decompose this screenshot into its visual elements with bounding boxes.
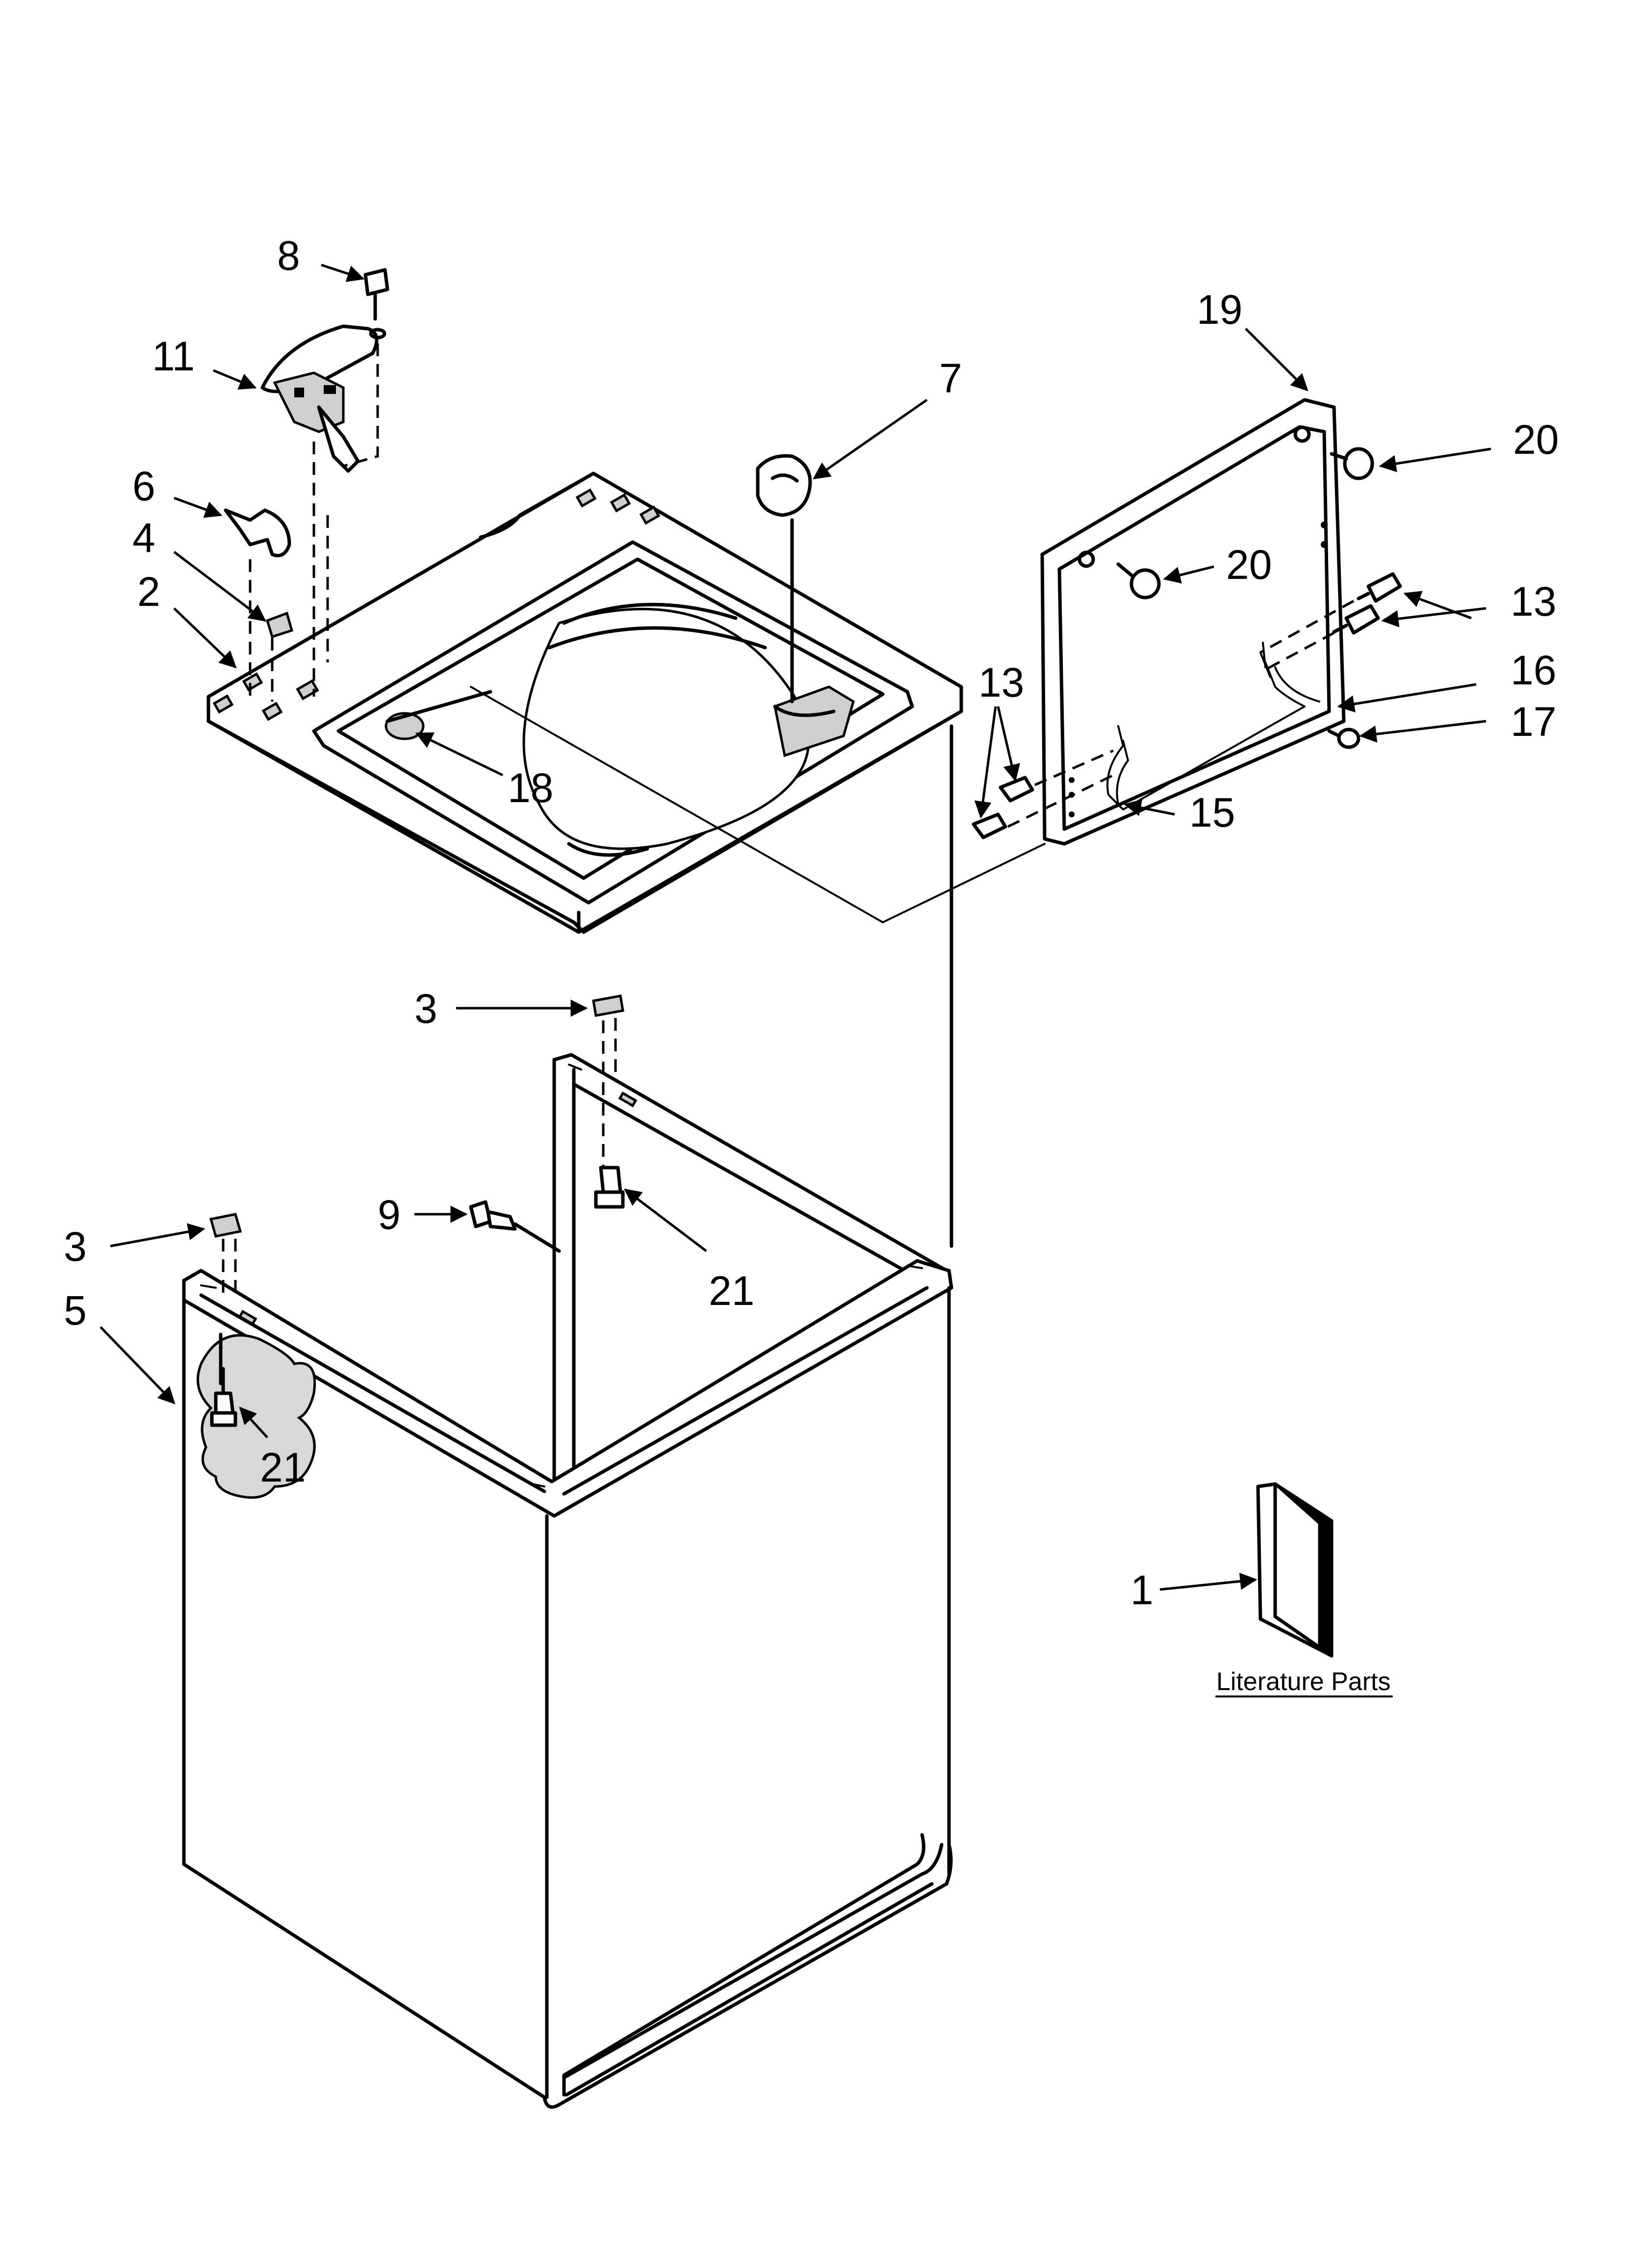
callout-8: 8	[277, 233, 300, 279]
callout-13-right: 13	[1511, 578, 1556, 625]
clip-part-4	[265, 611, 294, 639]
literature-parts-label: Literature Parts	[1216, 1668, 1391, 1696]
callout-9: 9	[378, 1192, 401, 1238]
callout-21-top: 21	[709, 1268, 754, 1314]
callout-2: 2	[137, 569, 160, 615]
literature-part-1	[1256, 1482, 1334, 1658]
callout-labels: 8 11 6 4 2 7 18 19 20 20 13 16 17 13 15 …	[64, 233, 1559, 1697]
callout-18: 18	[508, 765, 553, 811]
callout-5: 5	[64, 1287, 87, 1333]
cabinet-part-5	[182, 724, 953, 2109]
leader-lines	[100, 263, 1491, 1591]
callout-7: 7	[939, 355, 962, 401]
callout-19: 19	[1197, 287, 1242, 333]
plug-part-20-left	[1116, 562, 1161, 600]
clip-part-3-left	[209, 1213, 242, 1238]
screws-part-13-right	[1259, 572, 1402, 671]
callout-4: 4	[132, 515, 155, 561]
clip-part-6	[224, 508, 291, 557]
callout-1: 1	[1130, 1567, 1154, 1613]
knob-part-7	[756, 454, 812, 517]
callout-11: 11	[152, 333, 195, 379]
plug-part-20-top	[1330, 447, 1374, 480]
screw-part-21-top	[594, 1166, 625, 1209]
clip-part-3-top	[592, 994, 624, 1017]
callout-17: 17	[1511, 699, 1556, 745]
callout-21-left: 21	[260, 1444, 306, 1490]
callout-6: 6	[132, 463, 155, 509]
callout-20-top: 20	[1513, 417, 1559, 463]
lid-switch-part-11	[260, 324, 379, 473]
back-panel-part-19	[1040, 398, 1346, 846]
callout-3-left: 3	[64, 1224, 87, 1270]
screw-part-21-left	[210, 1367, 237, 1427]
callout-15: 15	[1189, 789, 1235, 835]
clip-part-17	[1327, 728, 1360, 749]
callout-3-top: 3	[414, 986, 437, 1032]
callout-16: 16	[1511, 647, 1556, 693]
screw-part-9	[469, 1200, 561, 1253]
top-panel-part-2	[206, 471, 1046, 934]
screw-part-8	[363, 268, 389, 339]
callout-20-left: 20	[1226, 542, 1272, 588]
callout-13-left: 13	[978, 659, 1024, 705]
